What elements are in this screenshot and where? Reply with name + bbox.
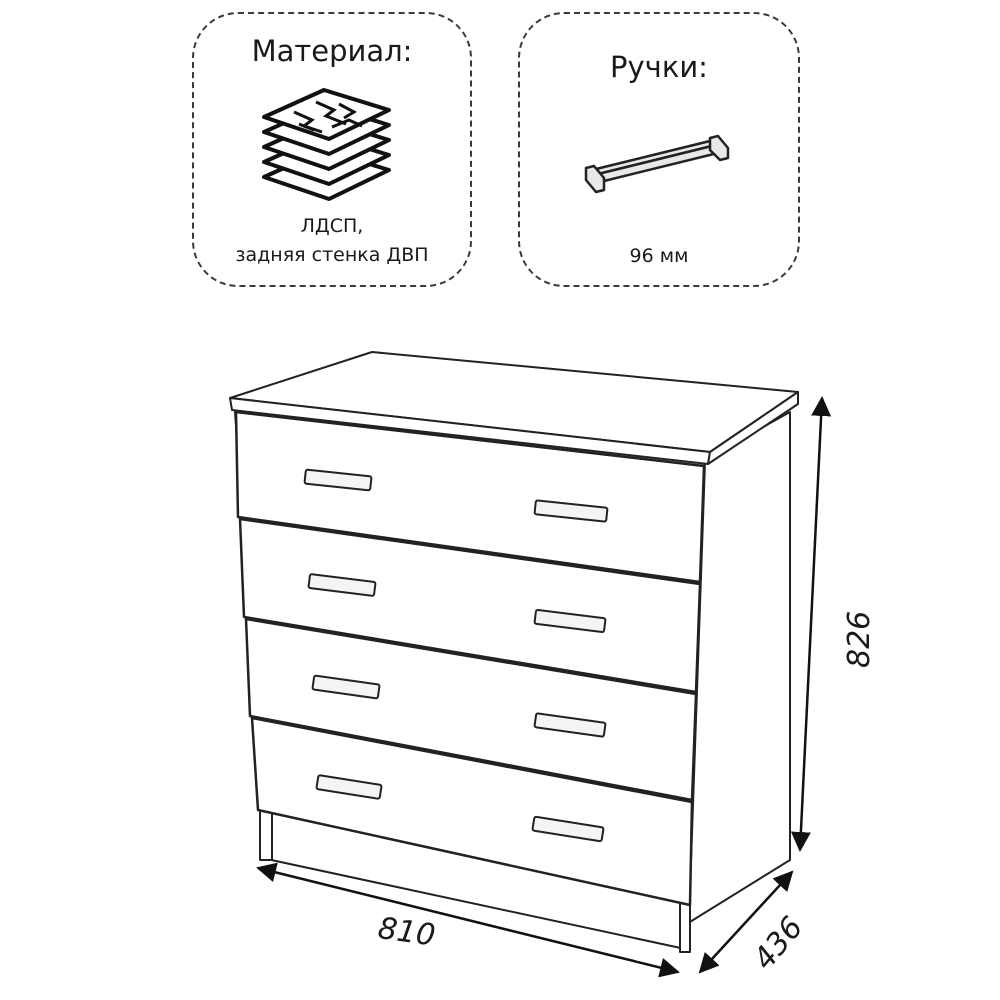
height-dimension-label: 826 <box>842 611 877 668</box>
layered-board-icon <box>262 88 391 201</box>
drawer-3-handle-left <box>311 674 381 700</box>
dresser-leg-left <box>259 809 273 861</box>
depth-dimension-line <box>698 870 794 974</box>
handles-card: Ручки: 96 мм <box>518 12 800 287</box>
drawer-2 <box>238 517 702 694</box>
drawer-4-handle-left <box>315 774 383 800</box>
drawer-1-handle-right <box>533 499 609 523</box>
material-card: Материал: ЛДСП, задняя стенка ДВП <box>192 12 472 287</box>
handles-caption: 96 мм <box>629 245 689 267</box>
material-caption-line2: задняя стенка ДВП <box>235 244 429 266</box>
drawer-4 <box>250 716 694 907</box>
drawer-2-handle-left <box>307 573 377 597</box>
depth-dimension-label: 436 <box>747 910 811 976</box>
height-dimension-line <box>790 396 832 852</box>
bar-handle-icon <box>584 134 730 194</box>
width-dimension-label: 810 <box>376 911 438 954</box>
dresser-leg-right <box>679 899 691 953</box>
drawer-2-handle-right <box>533 609 607 633</box>
drawer-3 <box>244 617 698 802</box>
material-caption: ЛДСП, задняя стенка ДВП <box>194 212 470 270</box>
drawer-1 <box>234 410 706 584</box>
width-dimension-line <box>256 862 680 978</box>
drawer-3-handle-right <box>533 712 607 738</box>
drawer-1-handle-left <box>303 468 373 492</box>
handles-title: Ручки: <box>610 50 708 84</box>
material-title: Материал: <box>251 34 413 68</box>
drawer-4-handle-right <box>531 815 605 843</box>
material-caption-line1: ЛДСП, <box>300 215 364 237</box>
